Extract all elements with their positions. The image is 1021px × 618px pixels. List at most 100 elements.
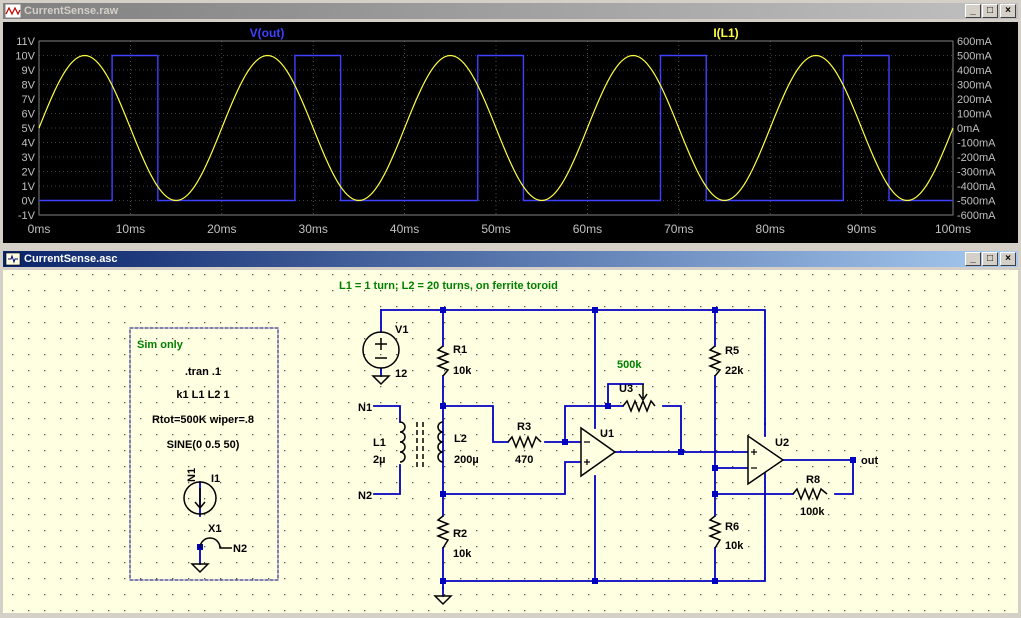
schematic-window-titlebar[interactable]: CurrentSense.asc _ □ × xyxy=(3,251,1018,267)
y-right-tick-label: 600mA xyxy=(957,36,993,48)
trace-label-il1[interactable]: I(L1) xyxy=(713,26,738,40)
maximize-icon: □ xyxy=(986,253,994,264)
n1-net-label[interactable]: N1 xyxy=(358,402,372,414)
y-right-tick-label: 0mA xyxy=(957,123,980,135)
opamp-u1[interactable] xyxy=(580,426,617,478)
l1-value[interactable]: 2µ xyxy=(373,454,385,466)
x-tick-label: 10ms xyxy=(116,222,145,236)
r5-name[interactable]: R5 xyxy=(725,345,739,357)
v1-value[interactable]: 12 xyxy=(395,368,407,380)
y-right-tick-label: -300mA xyxy=(957,167,996,179)
close-icon: × xyxy=(1005,253,1011,264)
maximize-button[interactable]: □ xyxy=(982,4,998,18)
opamp-pin-signs xyxy=(584,441,757,469)
y-right-axis-ticks: 600mA500mA400mA300mA200mA100mA0mA-100mA-… xyxy=(957,36,996,222)
out-net-label[interactable]: out xyxy=(861,455,878,467)
y-left-tick-label: 8V xyxy=(22,80,36,92)
resistor-r2[interactable] xyxy=(435,515,451,549)
schematic-canvas[interactable]: L1 = 1 turn; L2 = 20 turns, on ferrite t… xyxy=(3,270,1018,613)
trace-label-vout[interactable]: V(out) xyxy=(250,26,285,40)
x-tick-label: 40ms xyxy=(390,222,419,236)
sim-directive-params[interactable]: Rtot=500K wiper=.8 xyxy=(152,414,254,426)
r2-value[interactable]: 10k xyxy=(453,548,472,560)
sim-box-title[interactable]: Sim only xyxy=(137,339,184,351)
n2-node-label-sim[interactable]: N2 xyxy=(233,543,247,555)
y-left-tick-label: 3V xyxy=(22,152,36,164)
schematic-minimize-button[interactable]: _ xyxy=(965,252,981,266)
resistor-r8[interactable] xyxy=(792,486,828,502)
resistor-r6[interactable] xyxy=(707,515,723,549)
sim-directive-tran[interactable]: .tran .1 xyxy=(185,366,221,378)
r1-name[interactable]: R1 xyxy=(453,344,467,356)
y-right-tick-label: 200mA xyxy=(957,94,993,106)
i1-label[interactable]: I1 xyxy=(211,473,220,485)
close-icon: × xyxy=(1005,5,1011,16)
sim-directive-coupling[interactable]: k1 L1 L2 1 xyxy=(176,389,229,401)
inductor-l1[interactable] xyxy=(399,421,406,463)
x-tick-label: 60ms xyxy=(573,222,602,236)
sim-directive-sine[interactable]: SINE(0 0.5 50) xyxy=(167,439,240,451)
v1-name[interactable]: V1 xyxy=(395,324,408,336)
l2-name[interactable]: L2 xyxy=(454,433,467,445)
resistor-r1[interactable] xyxy=(435,345,451,377)
y-right-tick-label: -400mA xyxy=(957,181,996,193)
schematic-window-title: CurrentSense.asc xyxy=(24,253,118,265)
voltage-source-v1[interactable] xyxy=(362,331,400,369)
l1-name[interactable]: L1 xyxy=(373,437,386,449)
potentiometer-u3[interactable] xyxy=(622,384,656,414)
r8-name[interactable]: R8 xyxy=(806,474,820,486)
r1-value[interactable]: 10k xyxy=(453,365,472,377)
schematic-close-button[interactable]: × xyxy=(1000,252,1016,266)
maximize-icon: □ xyxy=(986,5,994,16)
x1-label[interactable]: X1 xyxy=(208,523,221,535)
y-right-tick-label: -600mA xyxy=(957,210,996,222)
y-left-tick-label: 5V xyxy=(22,123,36,135)
r2-name[interactable]: R2 xyxy=(453,528,467,540)
y-left-tick-label: 9V xyxy=(22,65,36,77)
x-tick-label: 90ms xyxy=(847,222,876,236)
minimize-button[interactable]: _ xyxy=(965,4,981,18)
current-source-i1[interactable] xyxy=(183,481,217,515)
r8-value[interactable]: 100k xyxy=(800,506,825,518)
r6-name[interactable]: R6 xyxy=(725,521,739,533)
close-button[interactable]: × xyxy=(1000,4,1016,18)
x-tick-label: 50ms xyxy=(481,222,510,236)
plot-window-titlebar[interactable]: CurrentSense.raw _ □ × xyxy=(3,3,1018,19)
schematic-maximize-button[interactable]: □ xyxy=(982,252,998,266)
u3-value[interactable]: 500k xyxy=(617,359,642,371)
n1-node-label-sim[interactable]: N1 xyxy=(186,468,198,482)
inductor-l2[interactable] xyxy=(437,421,444,463)
l2-value[interactable]: 200µ xyxy=(454,454,479,466)
u3-name[interactable]: U3 xyxy=(619,383,633,395)
y-right-tick-label: 300mA xyxy=(957,80,993,92)
y-left-tick-label: -1V xyxy=(18,210,36,222)
r6-value[interactable]: 10k xyxy=(725,540,744,552)
minimize-icon: _ xyxy=(970,5,976,16)
y-left-tick-label: 1V xyxy=(22,181,36,193)
schematic-drawing[interactable]: L1 = 1 turn; L2 = 20 turns, on ferrite t… xyxy=(3,270,1018,613)
u2-name[interactable]: U2 xyxy=(775,437,789,449)
y-left-tick-label: 4V xyxy=(22,138,36,150)
r3-value[interactable]: 470 xyxy=(515,454,533,466)
x-tick-label: 70ms xyxy=(664,222,693,236)
resistor-r5[interactable] xyxy=(707,345,723,377)
opamp-u2[interactable] xyxy=(747,434,785,486)
waveform-app-icon xyxy=(5,4,21,18)
y-left-tick-label: 2V xyxy=(22,167,36,179)
trace-il1[interactable] xyxy=(38,54,954,202)
u1-name[interactable]: U1 xyxy=(600,428,614,440)
trace-vout[interactable] xyxy=(39,54,953,202)
n2-net-label[interactable]: N2 xyxy=(358,490,372,502)
r3-name[interactable]: R3 xyxy=(517,421,531,433)
r5-value[interactable]: 22k xyxy=(725,365,744,377)
plot-window-title: CurrentSense.raw xyxy=(24,5,119,17)
schematic-comment[interactable]: L1 = 1 turn; L2 = 20 turns, on ferrite t… xyxy=(339,280,558,292)
switch-x1[interactable] xyxy=(199,537,232,549)
ground-symbols xyxy=(190,375,453,606)
resistor-r3[interactable] xyxy=(507,434,542,450)
x-tick-label: 100ms xyxy=(935,222,971,236)
